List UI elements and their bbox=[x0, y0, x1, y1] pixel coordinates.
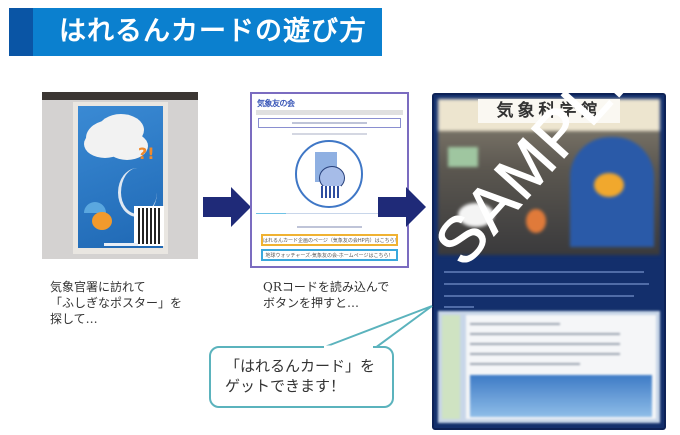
card-illustration bbox=[295, 140, 363, 208]
step-2-caption: QRコードを読み込んで ボタンを押すと… bbox=[263, 280, 390, 310]
text-line bbox=[292, 122, 367, 124]
exhibit-booth bbox=[570, 137, 654, 247]
arrow-right-icon bbox=[203, 187, 253, 227]
card-title: 気象科学館 bbox=[478, 99, 620, 123]
sky-image bbox=[470, 375, 652, 417]
banner-accent bbox=[9, 8, 33, 56]
divider-accent bbox=[256, 213, 286, 214]
display-screen bbox=[448, 147, 478, 167]
cloud-icon bbox=[86, 120, 136, 156]
poster-photo: ?! bbox=[42, 92, 198, 259]
text-line bbox=[297, 226, 362, 228]
question-exclaim-icon: ?! bbox=[138, 144, 155, 163]
notice-box bbox=[258, 118, 401, 128]
info-text bbox=[466, 315, 656, 419]
divider bbox=[256, 213, 403, 214]
ceiling bbox=[42, 92, 198, 100]
card-page-link-button[interactable]: はれるんカード企画のページ（気象友の会HP内）はこちら！ bbox=[261, 234, 398, 246]
arrow-right-icon bbox=[378, 187, 428, 227]
webpage-screenshot: 気象友の会 はれるんカード企画のページ（気象友の会HP内）はこちら！ 地球ウォッ… bbox=[250, 92, 409, 268]
title-banner: はれるんカードの遊び方 bbox=[9, 8, 382, 56]
poster-caption-line bbox=[104, 243, 138, 246]
site-logo: 気象友の会 bbox=[257, 99, 295, 108]
text-line bbox=[292, 133, 367, 135]
mystery-poster: ?! bbox=[73, 102, 168, 254]
harerun-card-sample: 気象科学館 bbox=[432, 93, 666, 430]
sun-mascot-icon bbox=[594, 173, 624, 197]
vertical-label bbox=[442, 315, 460, 419]
mascot-icon bbox=[526, 209, 546, 233]
card-info-panel bbox=[438, 311, 660, 423]
breadcrumb-bar bbox=[256, 110, 403, 115]
qr-code bbox=[134, 206, 164, 246]
harerun-mascot-icon bbox=[92, 212, 112, 230]
speech-bubble-icon bbox=[458, 203, 494, 227]
bubble-text: 「はれるんカード」を ゲットできます！ bbox=[225, 357, 376, 395]
poster-artwork: ?! bbox=[78, 106, 164, 248]
homepage-link-button[interactable]: 地球ウォッチャーズ-気象友の会-ホームページはこちら！ bbox=[261, 249, 398, 261]
card-description bbox=[438, 259, 660, 309]
step-1-caption: 気象官署に訪れて 「ふしぎなポスター」を 探して… bbox=[50, 280, 183, 326]
mascot-body bbox=[321, 186, 341, 198]
page-title: はれるんカードの遊び方 bbox=[59, 16, 367, 47]
umbrella-icon bbox=[84, 202, 106, 213]
speech-bubble: 「はれるんカード」を ゲットできます！ bbox=[209, 346, 394, 408]
